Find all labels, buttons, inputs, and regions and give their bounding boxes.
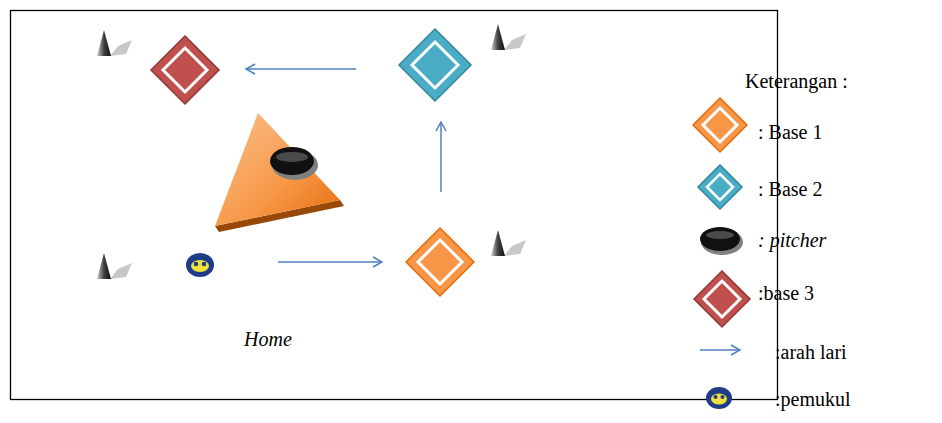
cone-marker bbox=[491, 230, 526, 256]
base-3-diamond bbox=[151, 36, 219, 104]
pitcher-highlight bbox=[276, 152, 308, 162]
legend-pitcher-sample bbox=[700, 227, 743, 255]
run-arrow bbox=[278, 261, 382, 263]
legend-arrow-sample bbox=[700, 349, 740, 351]
run-arrow bbox=[440, 122, 442, 192]
legend-batter-sample bbox=[706, 387, 732, 409]
cone-marker bbox=[97, 253, 132, 279]
base-2-diamond bbox=[399, 29, 471, 101]
legend-text: :base 3 bbox=[758, 282, 814, 304]
legend-text: :pemukul bbox=[775, 388, 851, 410]
legend-base-1-sample bbox=[693, 98, 747, 152]
home-label: Home bbox=[244, 328, 292, 350]
legend-base-3-sample bbox=[694, 271, 750, 327]
legend-text: :arah lari bbox=[775, 341, 847, 363]
base-1-diamond bbox=[406, 228, 474, 296]
pitcher-area bbox=[215, 113, 340, 226]
cone-marker bbox=[491, 24, 526, 50]
field-border bbox=[11, 11, 778, 400]
legend-text: : Base 1 bbox=[758, 121, 822, 143]
legend-base-2-sample bbox=[698, 165, 742, 209]
pitcher-symbol bbox=[270, 147, 314, 175]
cone-marker bbox=[97, 30, 132, 56]
legend-text: : Base 2 bbox=[758, 178, 822, 200]
run-arrow bbox=[246, 68, 356, 70]
batter-symbol bbox=[186, 253, 214, 277]
legend-title: Keterangan : bbox=[745, 70, 848, 92]
legend-text: : pitcher bbox=[758, 229, 826, 251]
